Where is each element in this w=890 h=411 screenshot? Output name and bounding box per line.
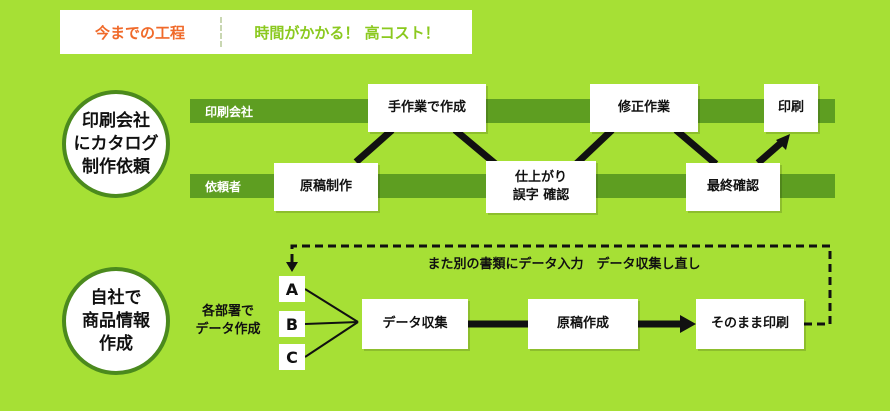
box-print-as-is: そのまま印刷 [696,299,804,349]
box-revision-work: 修正作業 [590,84,698,132]
header-left-text: 今までの工程 [94,23,185,42]
box-print: 印刷 [764,84,818,132]
loop-label: また別の書類にデータ入力 データ収集し直し [427,257,701,272]
item-a: A [279,276,305,302]
section2-circle: 自社で 商品情報 作成 [62,267,170,375]
arrow-head-loop [286,262,298,272]
connector-b6-b3 [755,139,785,166]
header-banner: 今までの工程 時間がかかる！ 高コスト！ [60,10,472,54]
lane-printing-company: 印刷会社 [190,99,835,123]
arrow-head-to-print [776,134,790,150]
box-final-check: 最終確認 [686,163,780,211]
abc-converge-lines [304,288,359,358]
box-manuscript-creation: 原稿制作 [274,163,378,211]
section1-circle: 印刷会社 にカタログ 制作依頼 [62,90,170,198]
zigzag-connectors [353,127,785,169]
connector-b1-b5 [452,127,501,169]
connector-b5-b2 [571,127,615,169]
box-data-collection: データ収集 [362,299,468,349]
dept-label: 各部署で データ作成 [195,304,261,337]
box-draft-creation: 原稿作成 [528,299,638,349]
header-divider [220,17,222,47]
dashed-loop [290,244,832,326]
item-b: B [279,311,305,337]
connector-b2-b6 [673,127,719,167]
box-manual-creation: 手作業で作成 [368,84,486,132]
connector-b4-b1 [353,127,395,165]
box-finish-typo-check: 仕上がり 誤字 確認 [486,161,596,213]
arrow-head-to-final-print [680,315,696,333]
header-right-text: 時間がかかる！ 高コスト！ [254,23,440,42]
item-c: C [279,344,305,370]
